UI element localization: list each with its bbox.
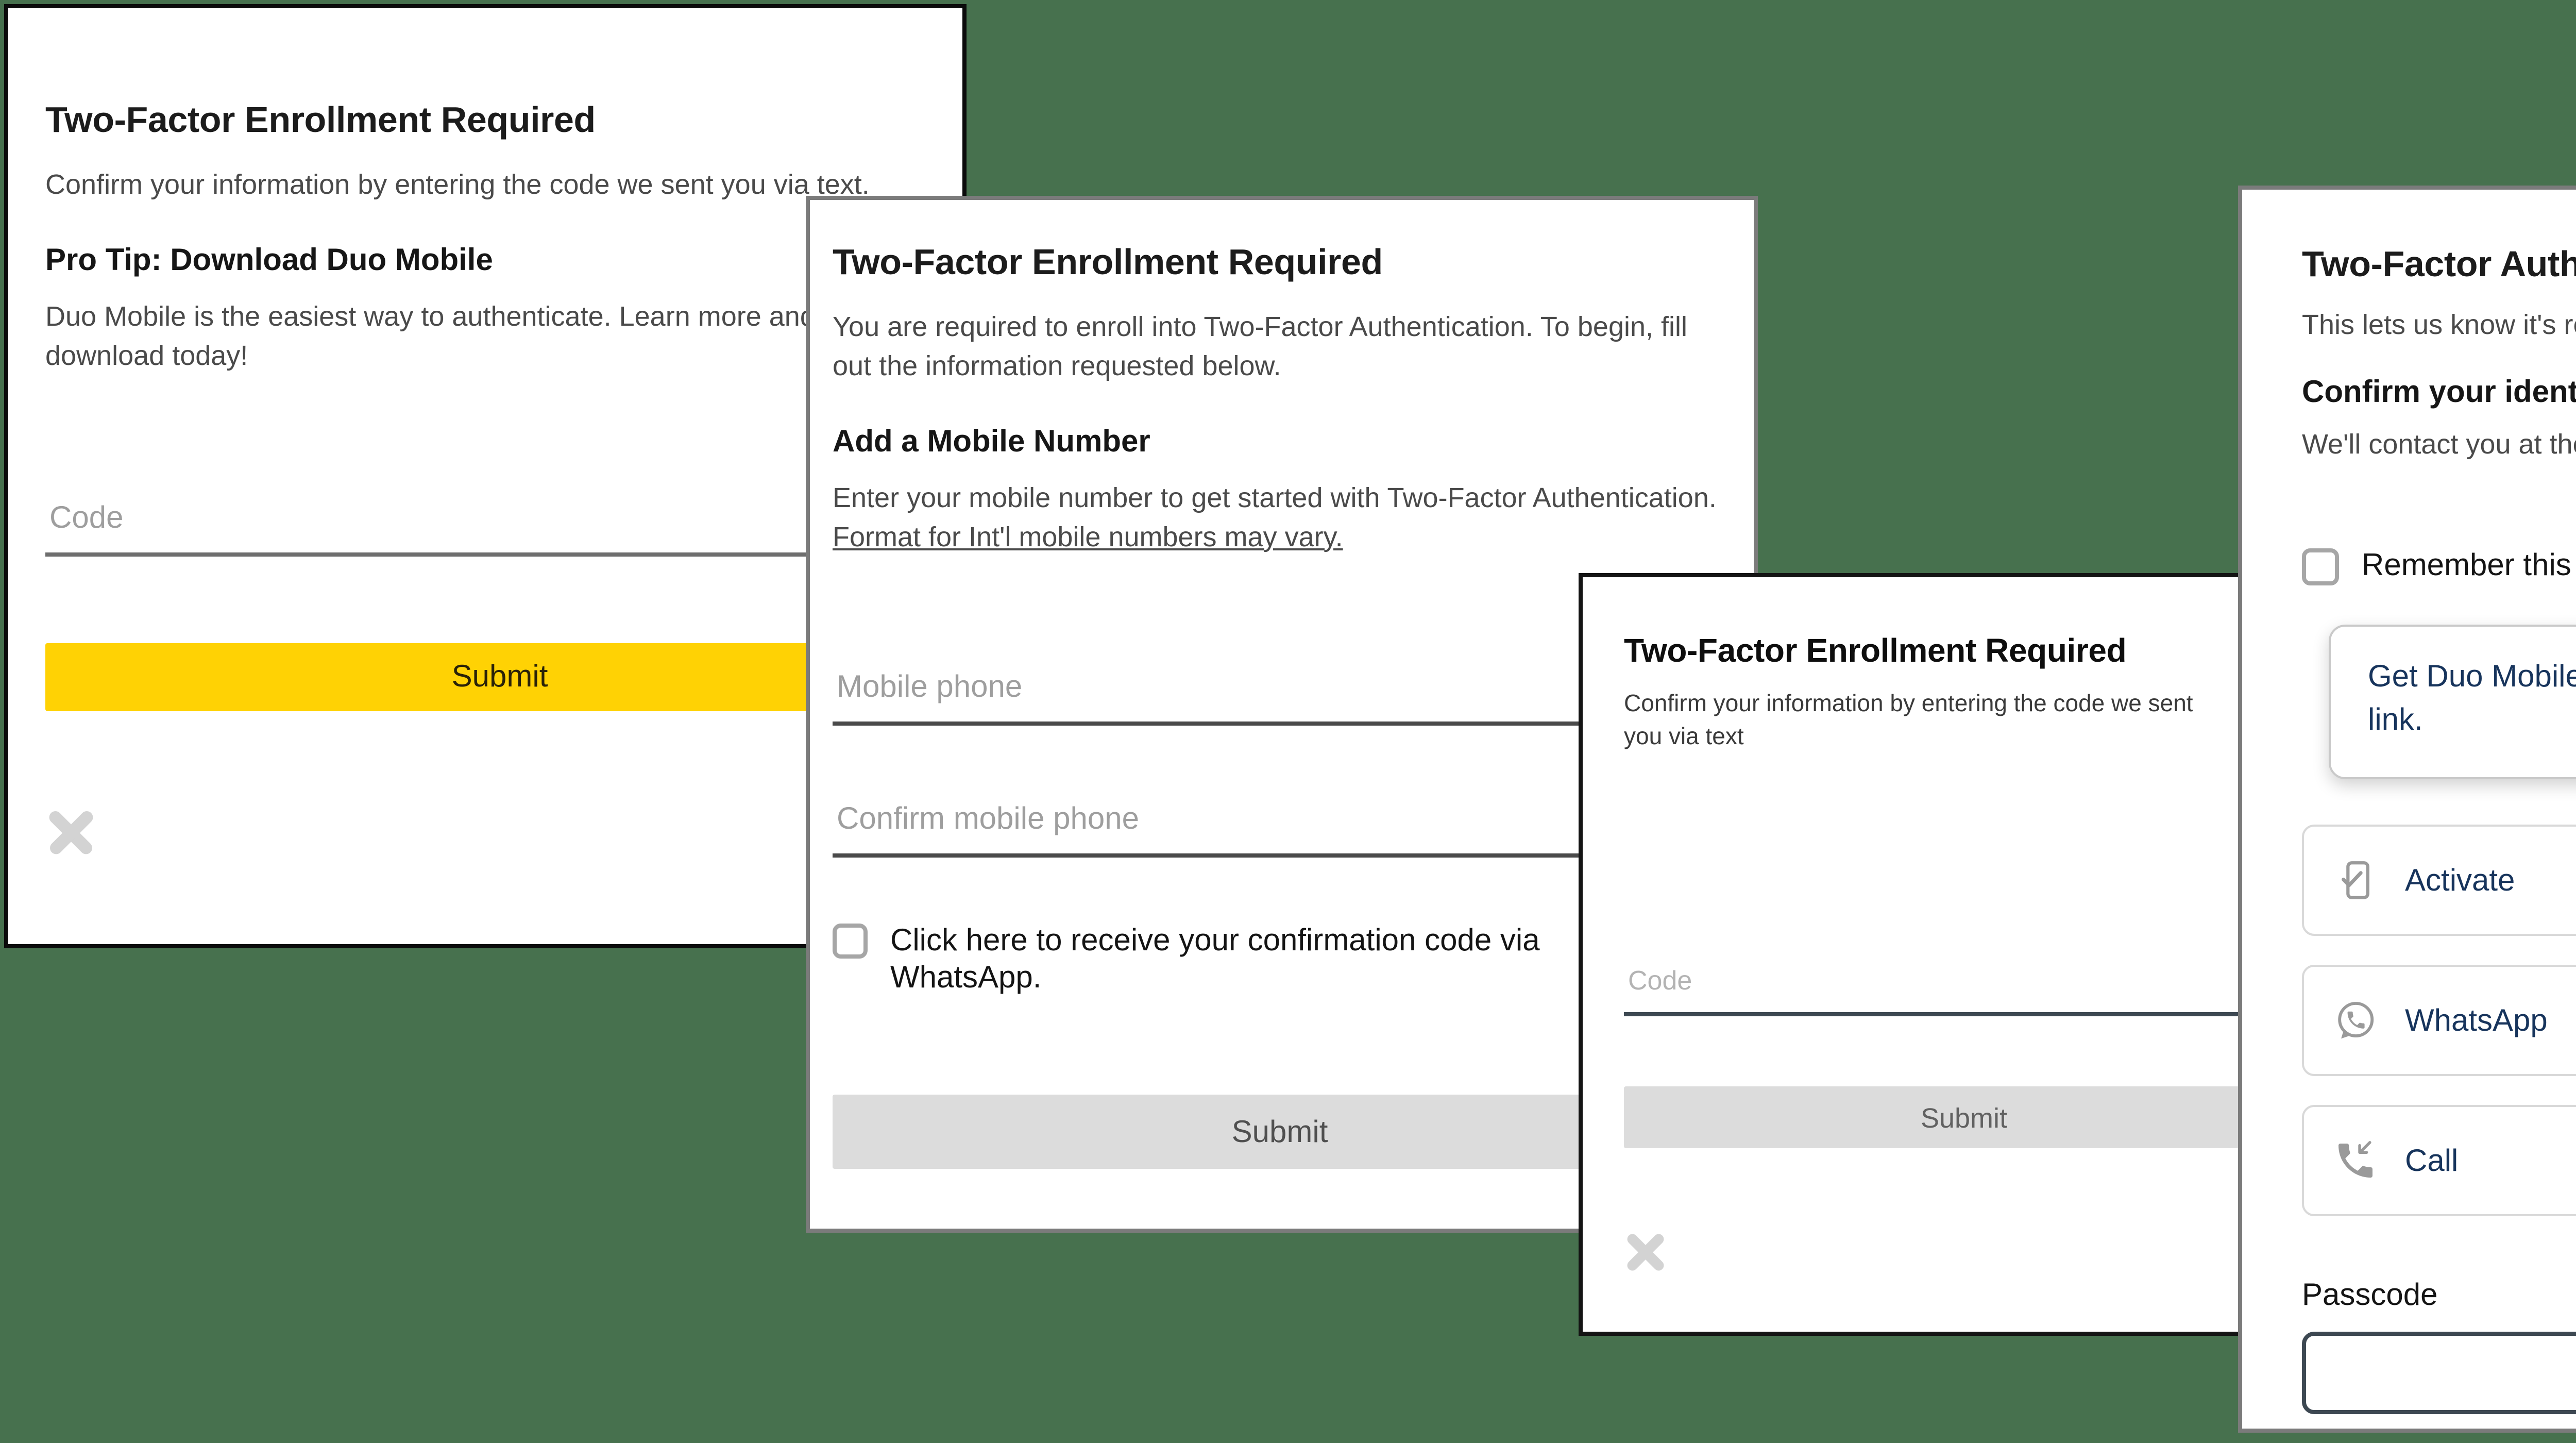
passcode-input[interactable]: [2302, 1332, 2576, 1415]
protip-heading: Pro Tip: Download Duo Mobile: [45, 243, 493, 278]
mobile-instructions-text: Enter your mobile number to get started …: [833, 482, 1717, 513]
phone-check-icon: [2342, 861, 2369, 899]
add-mobile-heading: Add a Mobile Number: [833, 424, 1150, 460]
enrollment-description: Confirm your information by entering the…: [1624, 693, 2193, 751]
call-button[interactable]: Call: [2302, 1105, 2576, 1217]
remember-device-label: Remember this device for 7 days.: [2362, 548, 2576, 583]
card-enrollment-code-small: Two-Factor Enrollment Required Confirm y…: [1579, 573, 2308, 1336]
code-input[interactable]: [1624, 965, 2308, 1017]
card-two-factor-auth: Two-Factor Authentication This lets us k…: [2238, 186, 2576, 1433]
duo-mobile-tooltip: Get Duo Mobile: Click “Activate” to get …: [2329, 624, 2576, 780]
whatsapp-icon: [2338, 1002, 2374, 1039]
page-title: Two-Factor Enrollment Required: [833, 241, 1383, 282]
tooltip-text: Get Duo Mobile: Click “Activate” to get …: [2368, 659, 2576, 739]
contact-note: We'll contact you at the number ending i…: [2302, 428, 2576, 460]
enrollment-description: You are required to enroll into Two-Fact…: [833, 311, 1688, 381]
protip-body: Duo Mobile is the easiest way to authent…: [45, 300, 816, 371]
whatsapp-optin-checkbox[interactable]: [833, 922, 868, 958]
page-title: Two-Factor Authentication: [2302, 243, 2576, 284]
intl-format-link[interactable]: Format for Int'l mobile numbers may vary…: [833, 521, 1343, 552]
enrollment-description: Confirm your information by entering the…: [45, 169, 870, 200]
submit-button[interactable]: Submit: [1624, 1086, 2304, 1149]
whatsapp-optin-label: Click here to receive your confirmation …: [890, 922, 1540, 997]
submit-button[interactable]: Submit: [45, 642, 954, 711]
whatsapp-optin-row: Click here to receive your confirmation …: [833, 922, 1731, 1000]
call-label: Call: [2405, 1143, 2459, 1179]
activate-button[interactable]: Activate: [2302, 825, 2576, 936]
page-title: Two-Factor Enrollment Required: [1624, 635, 2127, 670]
crossed-tools-icon[interactable]: [1624, 1231, 1669, 1277]
confirm-identity-heading: Confirm your identity: [2302, 375, 2576, 410]
phone-incoming-icon: [2338, 1141, 2372, 1178]
remember-device-row: Remember this device for 7 days.: [2302, 548, 2576, 586]
whatsapp-label: WhatsApp: [2405, 1003, 2548, 1038]
submit-button[interactable]: Submit: [833, 1095, 1727, 1169]
auth-description: This lets us know it's really you trying…: [2302, 309, 2576, 340]
crossed-tools-icon[interactable]: [45, 806, 99, 859]
remember-device-checkbox[interactable]: [2302, 548, 2339, 586]
activate-label: Activate: [2405, 863, 2515, 898]
passcode-row: Submit: [2302, 1332, 2576, 1415]
contact-options-row: WhatsApp SMS: [2302, 965, 2576, 1077]
whatsapp-button[interactable]: WhatsApp: [2302, 965, 2576, 1077]
mobile-instructions: Enter your mobile number to get started …: [833, 480, 1719, 558]
passcode-label: Passcode: [2302, 1278, 2438, 1314]
page-title: Two-Factor Enrollment Required: [45, 99, 596, 140]
